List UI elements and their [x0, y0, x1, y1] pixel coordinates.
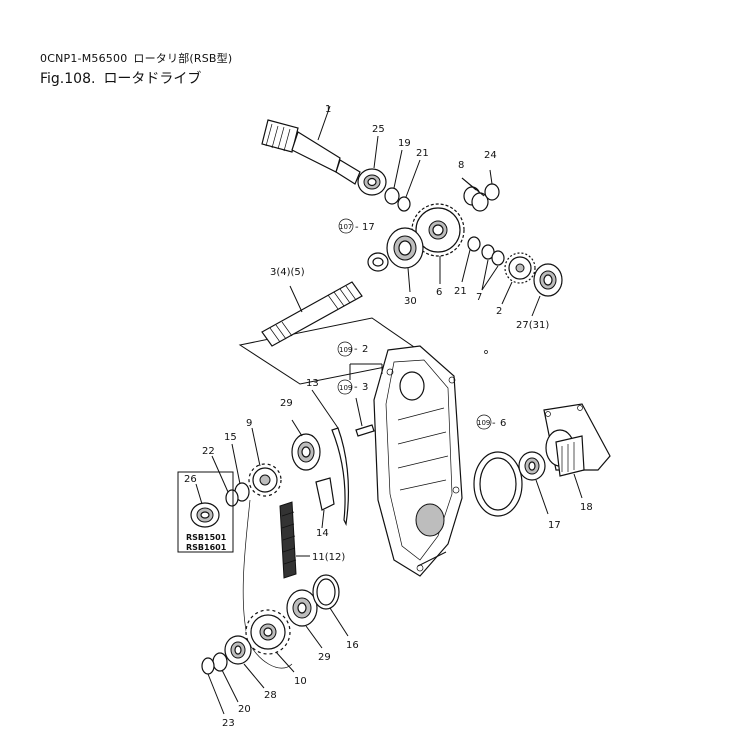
callout-8: 8 — [458, 160, 464, 171]
callout-6-gear: 6 — [436, 287, 442, 298]
part-11-chain — [279, 501, 310, 579]
part-17-bearing-upper — [338, 218, 389, 272]
callout-18: 18 — [580, 502, 593, 513]
figure-name: ロータドライブ — [103, 71, 202, 87]
callout-9: 9 — [246, 418, 252, 429]
callout-dash-3: - — [354, 382, 358, 393]
callout-2-dowel: 2 — [362, 344, 368, 355]
callout-17-upper: 17 — [362, 222, 375, 233]
document-code-line: 0CNP1-M56500 ロータリ部(RSB型) — [40, 50, 238, 66]
figure-number: Fig.108. — [40, 71, 96, 87]
callout-3-4-5: 3(4)(5) — [270, 267, 305, 278]
callout-1: 1 — [325, 104, 331, 115]
callout-10: 10 — [294, 676, 307, 687]
callout-7: 7 — [476, 292, 482, 303]
part-9-sprocket — [248, 427, 282, 497]
section-name: ロータリ部(RSB型) — [133, 52, 233, 65]
part-22-snap-ring — [211, 455, 239, 507]
part-24-snap-ring — [484, 169, 500, 201]
callout-3-pin: 3 — [362, 382, 368, 393]
part-6-gasket — [473, 414, 523, 517]
callout-6-gasket: 6 — [500, 418, 506, 429]
callout-28: 28 — [264, 690, 277, 701]
callout-13: 13 — [306, 378, 319, 389]
callout-26: 26 — [184, 474, 197, 485]
callout-25: 25 — [372, 124, 385, 135]
part-1-spline-shaft — [261, 105, 361, 185]
part-10-sprocket — [245, 609, 295, 673]
callout-109-a: 109 — [339, 346, 352, 354]
callout-dash-2: - — [354, 344, 358, 355]
part-26-option-box — [177, 471, 234, 553]
part-27-bearing — [531, 263, 563, 317]
callout-dash-17: - — [355, 222, 359, 233]
part-17-bearing-lower — [518, 451, 549, 515]
callout-23: 23 — [222, 718, 235, 729]
part-29-bearing-lower — [286, 589, 323, 649]
part-6-gear — [411, 203, 465, 284]
callout-109-b: 109 — [339, 384, 352, 392]
callout-29-upper: 29 — [280, 398, 293, 409]
callout-16: 16 — [346, 640, 359, 651]
part-13-tensioner-spring — [311, 389, 350, 526]
part-28-bearing — [224, 635, 265, 689]
callout-11-12: 11(12) — [312, 552, 345, 563]
part-16-oil-seal — [312, 574, 349, 637]
part-18-bearing-cover — [543, 403, 611, 499]
part-14-tensioner-pad — [315, 477, 335, 529]
callout-dash-6: - — [492, 418, 496, 429]
part-7-shims — [481, 244, 505, 291]
callout-15: 15 — [224, 432, 237, 443]
part-29-bearing-upper — [291, 419, 321, 471]
callout-22: 22 — [202, 446, 215, 457]
callout-29-lower: 29 — [318, 652, 331, 663]
part-23-snap-ring — [201, 657, 225, 715]
callout-19: 19 — [398, 138, 411, 149]
part-19-snap-ring — [384, 149, 403, 205]
option-label-rsb1501: RSB1501 — [186, 533, 227, 542]
callout-17-lower: 17 — [548, 520, 561, 531]
part-25-bearing — [357, 135, 387, 196]
part-8-shims — [461, 177, 489, 212]
callout-24: 24 — [484, 150, 497, 161]
gear-case — [373, 345, 488, 577]
callout-2-pinion: 2 — [496, 306, 502, 317]
callout-14: 14 — [316, 528, 329, 539]
part-21-collar-lower — [461, 236, 481, 283]
callout-30: 30 — [404, 296, 417, 307]
document-code: 0CNP1-M56500 — [40, 52, 128, 65]
part-21-collar — [397, 159, 421, 212]
callout-21-upper: 21 — [416, 148, 429, 159]
part-3-pin — [337, 379, 375, 437]
callout-107: 107 — [339, 223, 352, 231]
callout-21-lower: 21 — [454, 286, 467, 297]
figure-title: Fig.108. ロータドライブ — [40, 68, 209, 88]
option-label-rsb1601: RSB1601 — [186, 543, 227, 552]
part-30-bearing — [386, 227, 424, 293]
callout-109-c: 109 — [477, 419, 490, 427]
part-2-pinion-gear — [501, 252, 536, 305]
callout-20: 20 — [238, 704, 251, 715]
callout-27-31: 27(31) — [516, 320, 549, 331]
part-2-dowel — [337, 341, 383, 380]
